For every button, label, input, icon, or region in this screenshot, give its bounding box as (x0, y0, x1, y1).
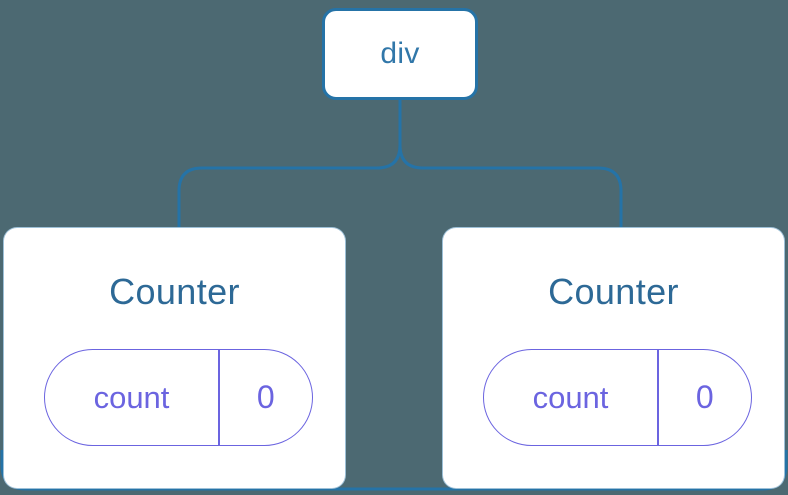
component-card-counter-2: Counter count 0 (442, 227, 785, 489)
state-pill: count 0 (483, 349, 752, 446)
state-value-label: 0 (695, 379, 714, 415)
state-key-cell: count (45, 350, 218, 445)
state-key-label: count (93, 379, 170, 415)
state-value-cell: 0 (659, 350, 752, 445)
component-card-counter-1: Counter count 0 (3, 227, 346, 489)
connector-left-branch (177, 100, 402, 227)
component-title: Counter (109, 271, 240, 312)
state-pill: count 0 (44, 349, 313, 446)
tree-node-div: div (322, 8, 478, 100)
component-title: Counter (548, 271, 679, 312)
root-node-label: div (380, 37, 420, 70)
state-key-label: count (532, 379, 609, 415)
state-value-label: 0 (256, 379, 275, 415)
state-key-cell: count (484, 350, 657, 445)
connector-right-branch (398, 100, 623, 227)
state-pill-divider (218, 350, 220, 445)
state-pill-divider (657, 350, 659, 445)
state-value-cell: 0 (220, 350, 313, 445)
